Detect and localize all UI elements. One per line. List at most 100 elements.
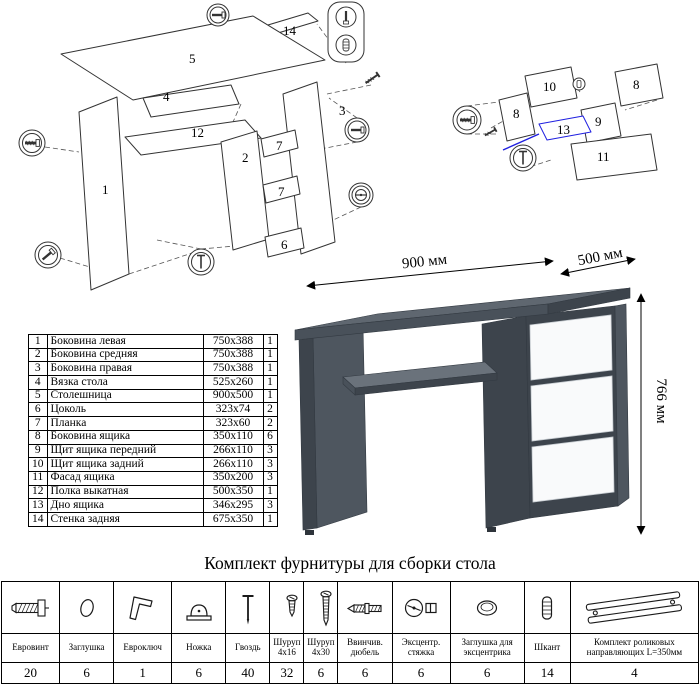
hardware-qty: 32	[269, 662, 305, 684]
drawer-front-1	[529, 314, 613, 381]
svg-text:7: 7	[278, 184, 285, 199]
part-num: 7	[28, 416, 48, 431]
table-row: 9 Щит ящика передний 266x110 3	[28, 443, 278, 459]
svg-text:14: 14	[283, 23, 297, 38]
panel-side-right: 3	[282, 81, 346, 255]
hardware-qty: 6	[171, 662, 227, 684]
table-row: 12 Полка выкатная 500x350 1	[28, 484, 278, 500]
table-row: 11 Фасад ящика 350x200 3	[28, 470, 278, 486]
exploded-diagram-drawer: 10 8 8 9 13 11	[452, 63, 664, 181]
part-qty: 3	[262, 457, 278, 472]
hardware-name: Заглушка	[59, 633, 115, 663]
part-name: Боковина правая	[46, 361, 204, 377]
hardware-qty: 4	[569, 662, 700, 684]
part-num: 1	[28, 334, 48, 349]
hardware-name: Евровинт	[0, 633, 61, 663]
svg-text:2: 2	[242, 150, 249, 165]
plug-icon	[79, 598, 94, 617]
part-size: 346x295	[202, 498, 264, 513]
table-row: 10 Щит ящика задний 266x110 3	[28, 457, 278, 472]
hardware-name: Ввинчив. дюбель	[337, 633, 393, 663]
hardware-name: Комплект роликовых направляющих L=350мм	[569, 633, 700, 663]
part-size: 900x500	[202, 388, 264, 404]
svg-text:5: 5	[189, 51, 196, 66]
part-qty: 2	[262, 402, 278, 418]
part-size: 750x388	[202, 361, 264, 377]
part-qty: 6	[262, 429, 278, 445]
part-size: 675x350	[202, 511, 264, 527]
drawer-bottom-panel: 13	[538, 115, 592, 141]
part-size: 323x60	[202, 416, 264, 431]
hardware-qty: 6	[59, 662, 115, 684]
drawer-front-2	[530, 375, 614, 442]
part-name: Щит ящика передний	[46, 443, 204, 459]
svg-text:10: 10	[543, 79, 556, 94]
part-qty: 2	[262, 416, 278, 431]
cam-lock-icon	[404, 598, 437, 617]
svg-text:12: 12	[191, 125, 204, 140]
part-name: Стенка задняя	[46, 511, 204, 527]
hardware-qty: 14	[523, 662, 571, 684]
part-size: 750x388	[202, 347, 264, 363]
callout-screw2-icon	[344, 117, 370, 143]
leg-icon	[186, 603, 212, 621]
drawer-facade-panel: 11	[570, 133, 658, 181]
callout-box-fasteners	[327, 1, 365, 63]
nail-icon	[242, 594, 254, 624]
panel-plank-2: 7	[262, 175, 301, 204]
dowel-screw-icon	[346, 602, 382, 614]
slide-direction-line	[502, 133, 540, 151]
exploded-diagram-desk: 14 5 4 1 12	[18, 1, 381, 291]
desk-left-panel	[298, 325, 368, 531]
hex-key-icon	[129, 595, 153, 620]
part-qty: 1	[262, 484, 278, 500]
dimension-depth: 500 мм	[560, 246, 636, 277]
tray-left-edge	[342, 376, 356, 396]
svg-text:8: 8	[513, 106, 520, 121]
dimension-width: 900 мм	[306, 252, 554, 290]
panel-side-middle: 2	[220, 130, 270, 251]
svg-text:3: 3	[339, 103, 346, 118]
drawer-back-panel: 10	[524, 66, 578, 108]
part-num: 11	[28, 470, 48, 486]
part-size: 750x388	[202, 334, 264, 349]
svg-text:766 мм: 766 мм	[653, 378, 669, 424]
hardware-qtys-row: 20 6 1 6 40 32 6 6 6 6 14 4	[0, 662, 700, 684]
part-qty: 1	[262, 347, 278, 363]
part-qty: 1	[262, 375, 278, 390]
svg-text:8: 8	[633, 77, 640, 92]
hardware-name: Шуруп 4х16	[269, 633, 305, 663]
svg-text:7: 7	[276, 138, 283, 153]
panel-side-left: 1	[78, 96, 130, 291]
callout-nail-icon	[509, 144, 537, 172]
hardware-qty: 6	[303, 662, 339, 684]
hardware-table: Евровинт Заглушка Евроключ Ножка Гвоздь …	[0, 581, 700, 684]
hardware-qty: 40	[225, 662, 271, 684]
table-row: 8 Боковина ящика 350x110 6	[28, 429, 278, 445]
part-qty: 1	[262, 361, 278, 377]
table-row: 3 Боковина правая 750x388 1	[28, 361, 278, 377]
panel-desktop: 5	[60, 15, 326, 101]
panel-shelf: 12	[124, 119, 262, 156]
part-num: 12	[28, 484, 48, 500]
drawer-side-right: 8	[614, 63, 664, 107]
part-name: Планка	[46, 416, 204, 431]
svg-text:9: 9	[595, 114, 602, 129]
desktop	[294, 287, 631, 341]
hardware-name: Шуруп 4х30	[303, 633, 339, 663]
floating-screw-icon	[365, 71, 381, 84]
hardware-qty: 6	[449, 662, 525, 684]
hardware-names-row: Евровинт Заглушка Евроключ Ножка Гвоздь …	[0, 633, 700, 663]
drawer-front-3	[531, 436, 615, 503]
part-name: Боковина средняя	[46, 347, 204, 363]
callout-cam-icon	[348, 182, 374, 208]
drawer-unit	[481, 303, 630, 529]
part-num: 2	[28, 347, 48, 363]
desktop-right-edge	[547, 287, 631, 315]
hardware-name: Ножка	[171, 633, 227, 663]
part-qty: 3	[262, 443, 278, 459]
table-row: 4 Вязка стола 525x260 1	[28, 375, 278, 390]
part-num: 8	[28, 429, 48, 445]
keyboard-tray	[342, 361, 498, 396]
wood-dowel-icon	[542, 595, 553, 620]
